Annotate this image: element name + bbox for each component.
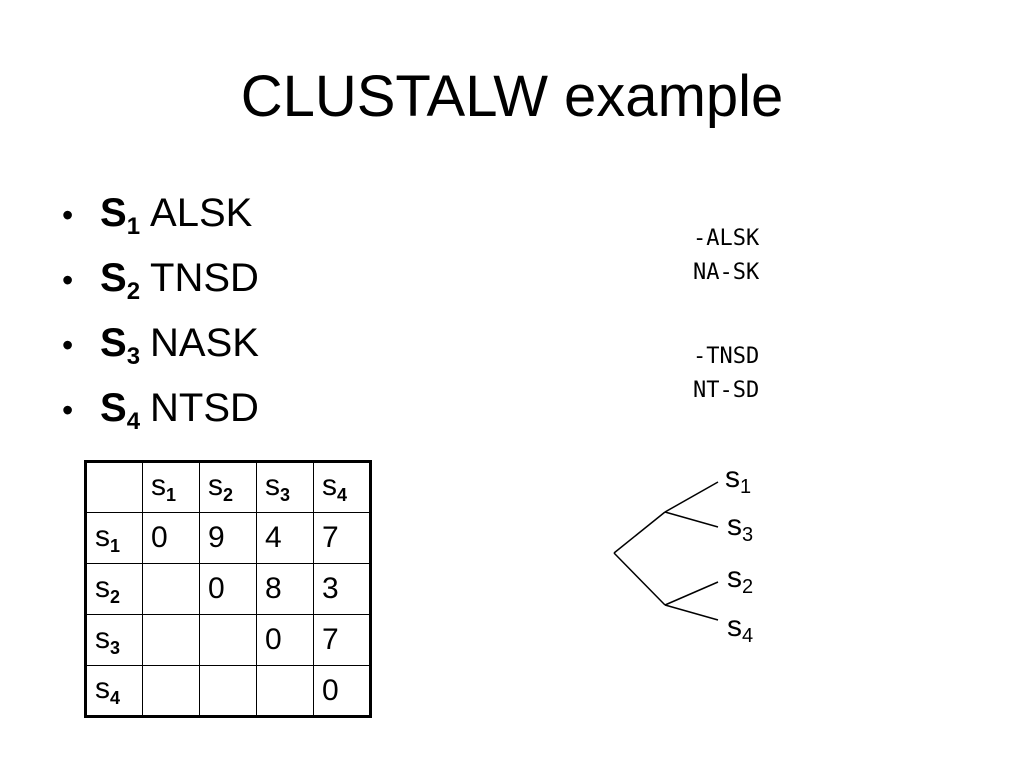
tree-edge-root-upper	[613, 511, 666, 554]
matrix-cell: 3	[313, 563, 371, 615]
tree-leaf: s4	[727, 610, 754, 648]
matrix-column-header: s4	[313, 461, 371, 513]
distance-matrix: s1 s2 s3 s4 s1 0 9 4 7 s2 0 8 3 s3 0 7 s…	[84, 460, 372, 718]
matrix-row-header: s3	[85, 614, 143, 666]
matrix-row: s1 0 9 4 7	[85, 512, 371, 564]
matrix-row: s2 0 8 3	[85, 563, 371, 615]
matrix-cell: 0	[313, 665, 371, 717]
bullet-icon: •	[62, 327, 74, 363]
guide-tree-edges	[613, 481, 719, 621]
matrix-column-header: s2	[199, 461, 257, 513]
alignment-row: NT-SD	[693, 378, 760, 403]
matrix-cell: 0	[142, 512, 200, 564]
matrix-cell	[142, 563, 200, 615]
matrix-corner-cell	[85, 461, 143, 513]
sequence-value: TNSD	[150, 256, 259, 300]
sequence-name: S2	[100, 256, 141, 305]
slide-title: CLUSTALW example	[240, 64, 784, 129]
bullet-icon: •	[62, 392, 74, 428]
pairwise-alignment: -ALSK NA-SK	[693, 222, 759, 290]
tree-leaf: s3	[727, 509, 754, 547]
matrix-cell	[199, 614, 257, 666]
matrix-cell: 0	[256, 614, 314, 666]
tree-leaf: s2	[727, 561, 754, 599]
tree-edge-s1	[664, 481, 719, 513]
sequence-name: S1	[100, 191, 141, 240]
sequence-name: S3	[100, 321, 141, 370]
matrix-column-header: s1	[142, 461, 200, 513]
tree-edge-s4	[664, 604, 719, 621]
tree-edge-s2	[664, 581, 719, 606]
matrix-cell	[142, 665, 200, 717]
matrix-cell: 0	[199, 563, 257, 615]
pairwise-alignment: -TNSD NT-SD	[693, 340, 759, 408]
bullet-icon: •	[62, 197, 74, 233]
matrix-row-header: s1	[85, 512, 143, 564]
matrix-cell: 9	[199, 512, 257, 564]
matrix-cell	[142, 614, 200, 666]
tree-edge-root-lower	[613, 552, 666, 606]
matrix-row-header: s4	[85, 665, 143, 717]
sequence-value: ALSK	[150, 191, 253, 235]
alignment-row: -ALSK	[693, 226, 760, 251]
sequence-name: S4	[100, 386, 141, 435]
bullet-icon: •	[62, 262, 74, 298]
matrix-row-header: s2	[85, 563, 143, 615]
matrix-cell: 8	[256, 563, 314, 615]
alignment-row: -TNSD	[693, 344, 760, 369]
alignment-row: NA-SK	[693, 260, 760, 285]
sequence-value: NASK	[150, 321, 259, 365]
matrix-row: s3 0 7	[85, 614, 371, 666]
matrix-column-header: s3	[256, 461, 314, 513]
sequence-value: NTSD	[150, 386, 259, 430]
matrix-cell	[199, 665, 257, 717]
tree-leaf: s1	[725, 461, 752, 499]
matrix-cell	[256, 665, 314, 717]
matrix-cell: 7	[313, 512, 371, 564]
matrix-header-row: s1 s2 s3 s4	[85, 461, 371, 513]
matrix-row: s4 0	[85, 665, 371, 717]
matrix-cell: 7	[313, 614, 371, 666]
tree-edge-s3	[664, 511, 719, 528]
matrix-cell: 4	[256, 512, 314, 564]
